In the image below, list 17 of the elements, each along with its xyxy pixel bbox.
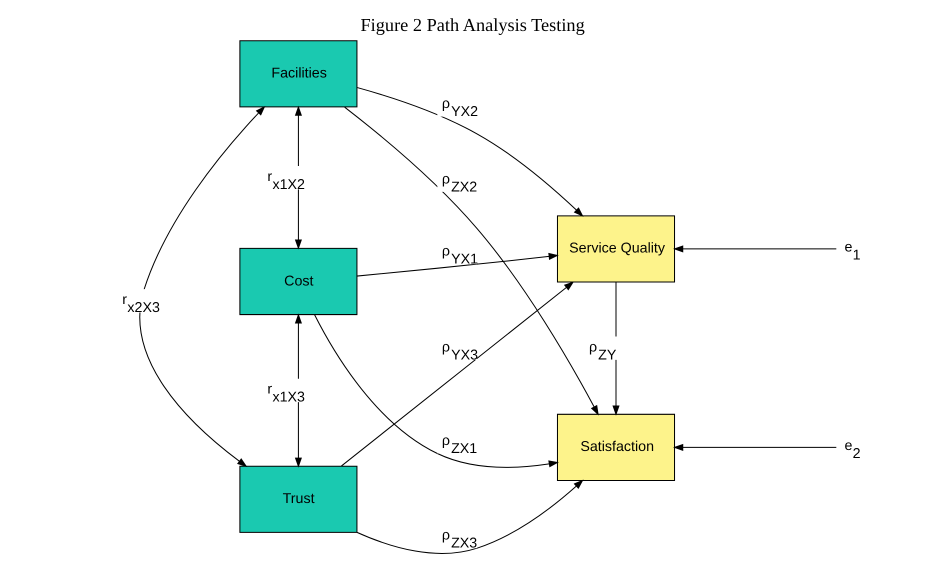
arrow (314, 314, 559, 468)
arrow (357, 252, 559, 277)
arrow (673, 245, 836, 252)
arrow (341, 281, 574, 466)
node-box: Satisfaction (556, 414, 676, 481)
arrow (294, 106, 302, 250)
diagram-title: Figure 2 Path Analysis Testing (360, 14, 585, 35)
node-box: Facilities (239, 40, 358, 108)
node-box: Cost (239, 248, 358, 316)
node-box: Service Quality (556, 215, 676, 282)
node-box: Trust (239, 466, 358, 533)
arrow (673, 444, 836, 451)
arrow (140, 106, 266, 468)
arrow (357, 87, 584, 217)
arrow (356, 480, 584, 554)
arrow (294, 313, 302, 468)
arrow (344, 106, 599, 416)
